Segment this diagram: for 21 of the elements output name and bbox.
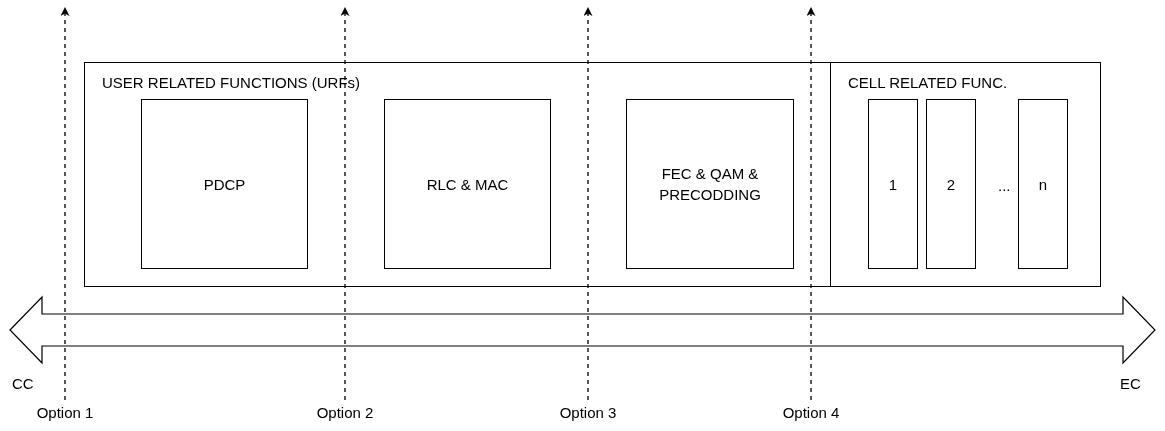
group-heading: USER RELATED FUNCTIONS (URFs) <box>102 73 361 93</box>
dashed-arrow <box>583 7 593 401</box>
option-label: Option 1 <box>25 402 105 424</box>
function-box: RLC & MAC <box>384 99 551 269</box>
function-box: 1 <box>868 99 918 269</box>
function-box: PDCP <box>141 99 308 269</box>
function-box: n <box>1018 99 1068 269</box>
label-text: EC <box>1120 374 1141 394</box>
dashed-arrow <box>806 7 816 401</box>
dashed-arrow <box>340 7 350 401</box>
label-text: ... <box>998 176 1011 196</box>
option-label: Option 2 <box>305 402 385 424</box>
dashed-arrow <box>60 7 70 401</box>
function-group-box <box>84 62 831 287</box>
group-heading: CELL RELATED FUNC. <box>848 73 1008 93</box>
option-label: Option 4 <box>771 402 851 424</box>
label-text: CC <box>12 374 34 394</box>
function-group-box <box>830 62 1101 287</box>
function-box: FEC & QAM & PRECODDING <box>626 99 794 269</box>
function-box: 2 <box>926 99 976 269</box>
option-label: Option 3 <box>548 402 628 424</box>
